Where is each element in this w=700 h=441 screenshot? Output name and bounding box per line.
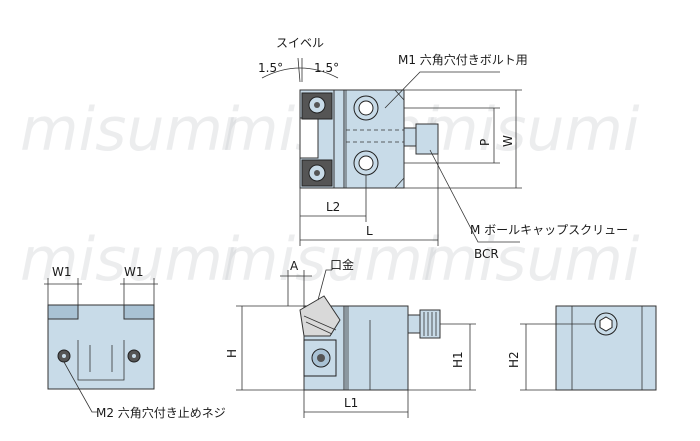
w1-left-label: W1 — [52, 265, 72, 279]
top-jaw — [333, 89, 345, 189]
l2-label: L2 — [326, 200, 340, 214]
m1-label: M1 六角穴付きボルト用 — [398, 52, 528, 67]
top-notch — [299, 117, 319, 159]
top-left-bolt-hex — [314, 102, 320, 108]
m2-label: M2 六角穴付き止めネジ — [96, 405, 226, 420]
p-label: P — [478, 139, 492, 146]
l-label: L — [366, 224, 373, 238]
swivel-arc — [261, 67, 339, 79]
right-screw-hex-icon — [599, 316, 613, 332]
watermark-text-5: misumi — [420, 225, 640, 295]
knob-knurl — [423, 312, 437, 336]
front-view: A 口金 H H1 L1 — [225, 257, 476, 418]
right-body — [555, 305, 657, 391]
swivel-label: スイベル — [276, 36, 324, 50]
bcr-label: BCR — [474, 247, 499, 261]
right-top-slot — [123, 304, 155, 320]
watermark-text-4: misumi — [420, 95, 640, 165]
kuchigane-label: 口金 — [330, 257, 354, 272]
l1-label: L1 — [344, 396, 358, 410]
left-top-slot — [47, 304, 79, 320]
h-label: H — [225, 349, 239, 358]
m1-hole-top-inner — [358, 100, 374, 116]
m-screw-label: M ボールキャップスクリュー — [470, 223, 628, 237]
kuchigane-leader — [317, 269, 332, 301]
screw-neck — [403, 127, 417, 147]
bottom-left-bolt-hex — [314, 170, 320, 176]
watermark-text-6: misumi — [220, 225, 440, 295]
m2-leader — [63, 361, 98, 413]
a-label: A — [290, 259, 299, 273]
w-label: W — [501, 135, 515, 147]
kuchigane-insert — [299, 295, 341, 337]
m2-screw-right-hex — [132, 354, 136, 358]
h1-label: H1 — [451, 351, 465, 368]
watermark-text-1: misumi — [20, 95, 240, 165]
front-bolt-hex — [317, 354, 325, 362]
front-screw-knob — [419, 309, 441, 339]
watermark-text-2: misumi — [20, 225, 240, 295]
screw-knob — [415, 123, 439, 155]
angle-right-label: 1.5° — [314, 61, 339, 75]
h2-label: H2 — [507, 351, 521, 368]
w1-right-label: W1 — [124, 265, 144, 279]
insert-hatching — [303, 315, 337, 335]
right-view: H2 — [507, 305, 657, 391]
m1-hole-bottom-inner — [358, 155, 374, 171]
m2-screw-left-hex — [62, 354, 66, 358]
swivel-center-line — [297, 57, 301, 83]
center-channel — [77, 340, 125, 381]
front-screw-neck — [407, 314, 421, 334]
angle-left-label: 1.5° — [258, 61, 283, 75]
right-edge-chamfer — [394, 89, 405, 189]
m-screw-leader — [429, 149, 520, 243]
top-view: スイベル 1.5° 1.5° M1 六角穴付きボルト用 M ボールキャップ — [258, 36, 628, 261]
left-view: W1 W1 M2 六角穴付き止めネジ — [44, 265, 226, 420]
m1-leader — [384, 71, 500, 109]
watermark: misumi misumi misumi misumi misumi misum… — [20, 95, 640, 295]
